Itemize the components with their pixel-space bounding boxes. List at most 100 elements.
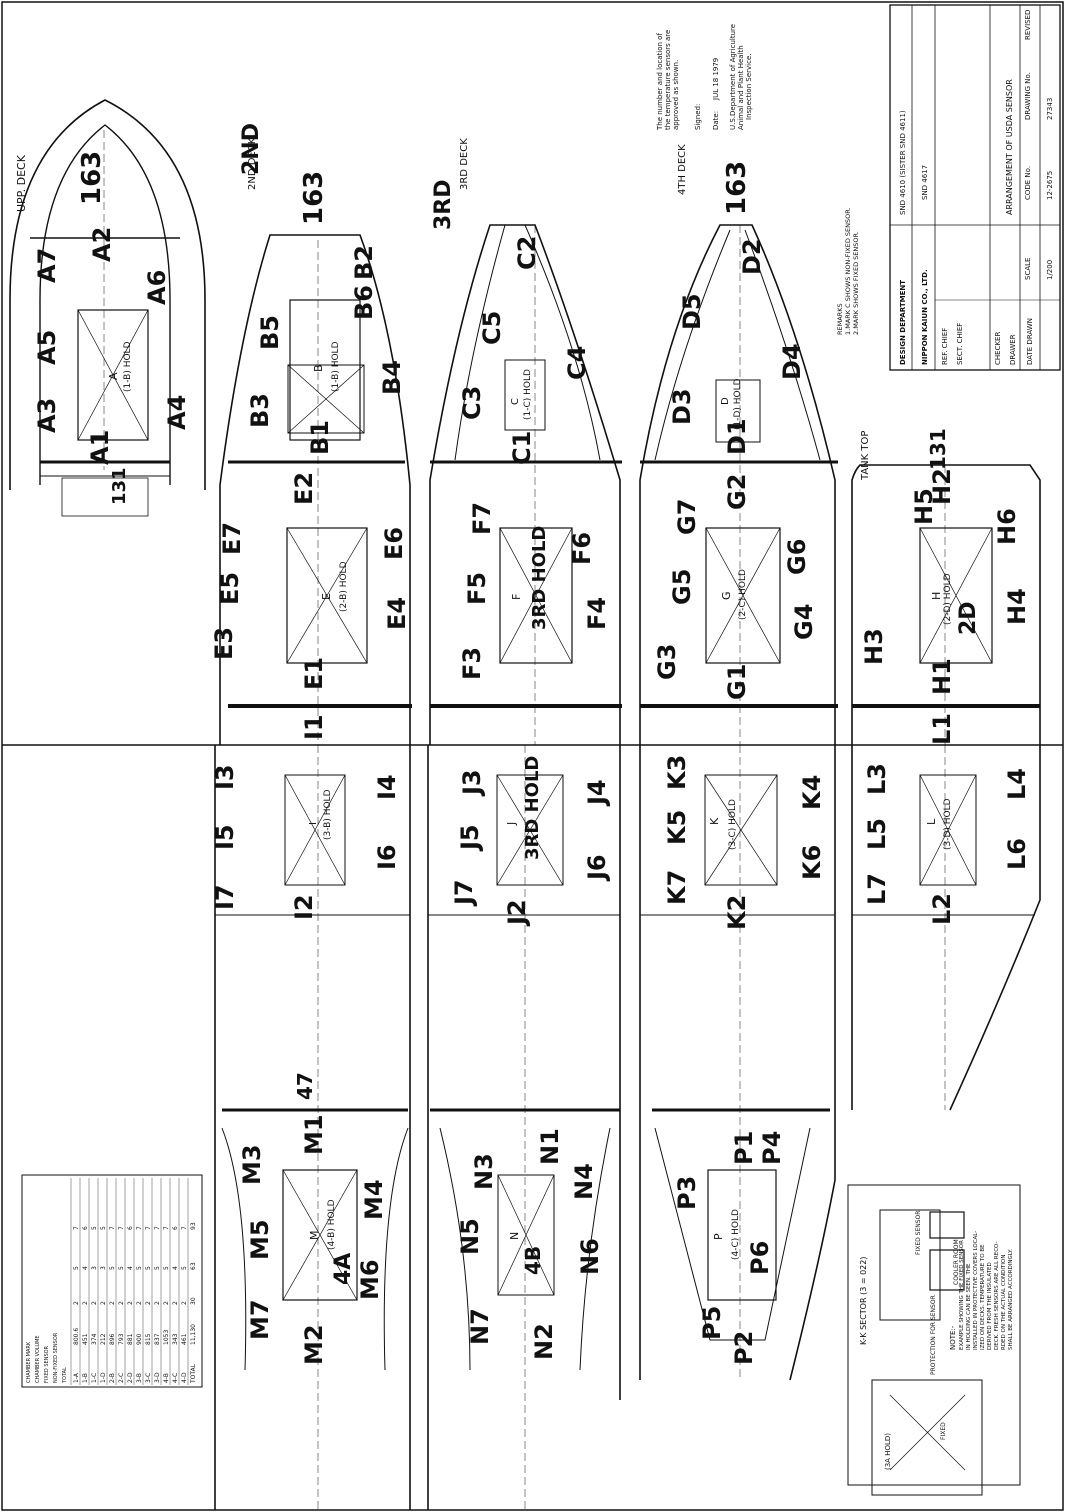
hold-n-label: N — [508, 1232, 521, 1240]
frame-131-upper: 131 — [109, 467, 130, 505]
hold-c-label: C — [510, 398, 521, 405]
table-cell: 2 — [127, 1301, 134, 1305]
third-deck-aft: J 3RD HOLD N 4B J3 J5 J7 J4 J6 J2 N3 N5 … — [427, 745, 621, 1510]
sensor-k3: K3 — [663, 755, 691, 790]
title-department: DESIGN DEPARTMENT — [899, 280, 907, 365]
sensor-m2: M2 — [300, 1324, 328, 1365]
sensor-d4: D4 — [778, 343, 806, 380]
table-cell: 6 — [127, 1226, 134, 1230]
table-cell: 2 — [136, 1301, 143, 1305]
sensor-g5: G5 — [668, 569, 696, 605]
table-cell: 4-B — [163, 1373, 170, 1383]
sensor-m6: M6 — [356, 1259, 384, 1300]
table-cell: 2-C — [118, 1373, 125, 1383]
sensor-k6: K6 — [798, 845, 826, 880]
table-cell: 5 — [100, 1226, 107, 1230]
sensor-c3: C3 — [458, 386, 486, 420]
table-cell: 7 — [154, 1226, 161, 1230]
sensor-f6: F6 — [568, 532, 596, 565]
table-cell: 2 — [73, 1301, 80, 1305]
sensor-e2: E2 — [290, 472, 318, 505]
table-cell: 2 — [118, 1301, 125, 1305]
remarks-title: REMARKS — [836, 303, 844, 335]
table-cell: 6 — [172, 1226, 179, 1230]
sensor-k2: K2 — [723, 895, 751, 930]
deck-label-tank-top: TANK TOP — [860, 431, 871, 481]
hold-j-label: J — [505, 822, 518, 826]
approval-org-3: Inspection Service. — [745, 54, 753, 120]
table-cell: 461 — [181, 1333, 188, 1345]
table-header-1: CHAMBER VOLUME — [35, 1335, 41, 1383]
sensor-n6: N6 — [576, 1238, 604, 1275]
fourth-deck-aft: K (3-C) HOLD P (4-C) HOLD K3 K5 K7 K4 K6… — [639, 745, 836, 1381]
title-scale-label: SCALE — [1024, 258, 1032, 280]
hold-d-note: (1-D) HOLD — [733, 378, 743, 430]
sensor-k7: K7 — [663, 870, 691, 905]
table-cell: 2 — [82, 1301, 89, 1305]
second-deck-aft: I (3-B) HOLD M (4-B) HOLD 4A 47 I3 I5 I7… — [211, 745, 411, 1510]
frame-131-tank: 131 — [926, 428, 950, 470]
table-cell: 3-C — [145, 1373, 152, 1383]
table-cell: 2 — [100, 1301, 107, 1305]
tank-top-aft: L (3-D) HOLD L3 L5 L7 L4 L6 L2 L1 — [851, 713, 1041, 1111]
title-row-sect-chief: SECT. CHIEF — [956, 323, 964, 365]
deck-label-2nd: 2ND DECK — [247, 137, 258, 190]
hold-j-handwritten: 3RD HOLD — [522, 756, 543, 860]
sensor-c2: C2 — [513, 236, 541, 270]
sensor-l2: L2 — [928, 893, 956, 925]
table-cell: 5 — [73, 1266, 80, 1270]
table-cell: 2 — [91, 1301, 98, 1305]
sensor-b3: B3 — [246, 393, 274, 428]
table-cell: 5 — [91, 1226, 98, 1230]
detail-note-line: DERIVED FROM THE INSULATED — [987, 1262, 993, 1350]
sensor-d2: D2 — [738, 238, 766, 275]
detail-note-line: DECK. FRESH SENSORS ARE ALL RECO- — [994, 1241, 1000, 1350]
table-cell: 2-D — [127, 1372, 134, 1383]
sensor-j3: J3 — [458, 769, 486, 797]
detail-inset-fixed: FIXED — [940, 1422, 947, 1440]
second-deck-plan: 2ND 2ND DECK 163 B (1-B) HOLD E (2-B) HO… — [210, 123, 412, 745]
hold-l-label: L — [925, 818, 938, 825]
frame-163-upper: 163 — [77, 151, 107, 205]
table-cell: 7 — [181, 1226, 188, 1230]
title-drawing-no: 27343 — [1046, 98, 1054, 120]
sensor-f3: F3 — [458, 647, 486, 680]
sensor-e6: E6 — [380, 527, 408, 560]
sensor-a4: A4 — [163, 395, 191, 430]
sensor-e5: E5 — [216, 572, 244, 605]
third-deck-plan: 3RD 3RD DECK C (1-C) HOLD F 3RD HOLD C2 … — [429, 138, 622, 745]
table-cell: 4 — [127, 1266, 134, 1270]
sensor-n1: N1 — [536, 1128, 564, 1165]
table-cell: 7 — [118, 1226, 125, 1230]
hold-d-label: D — [720, 397, 731, 405]
table-cell: 881 — [127, 1333, 134, 1345]
detail-protection: PROTECTION FOR SENSOR — [930, 1295, 937, 1375]
table-cell: 212 — [100, 1333, 107, 1345]
hold-h-label: H — [930, 592, 943, 600]
sensor-m7: M7 — [246, 1299, 274, 1340]
sensor-i7: I7 — [211, 884, 239, 910]
sensor-g3: G3 — [653, 644, 681, 680]
hold-e-note: (2-B) HOLD — [339, 561, 349, 612]
sensor-p4: P4 — [758, 1131, 786, 1165]
sensor-h2: H2 — [928, 468, 956, 505]
detail-inset-hold: (3A HOLD) — [884, 1433, 892, 1470]
title-code-no: 12-2675 — [1046, 171, 1054, 200]
table-cell: 7 — [109, 1226, 116, 1230]
hold-i-note: (3-B) HOLD — [323, 789, 333, 840]
sensor-l7: L7 — [863, 873, 891, 905]
frame-47: 47 — [293, 1072, 317, 1100]
deck-label-upper: UPP. DECK — [15, 154, 28, 212]
sensor-n3: N3 — [470, 1153, 498, 1190]
table-cell: 900 — [136, 1333, 143, 1345]
hold-m-handwritten-4a: 4A — [331, 1253, 356, 1285]
table-cell: 5 — [163, 1266, 170, 1270]
hold-a-label: A — [107, 372, 120, 380]
remarks-line-1: 1.MARK C SHOWS NON-FIXED SENSOR. — [844, 207, 852, 335]
hold-i-label: I — [308, 822, 319, 825]
table-cell: 3-B — [136, 1373, 143, 1383]
title-ship-2: SND 4617 — [921, 165, 929, 200]
table-cell: 7 — [145, 1226, 152, 1230]
